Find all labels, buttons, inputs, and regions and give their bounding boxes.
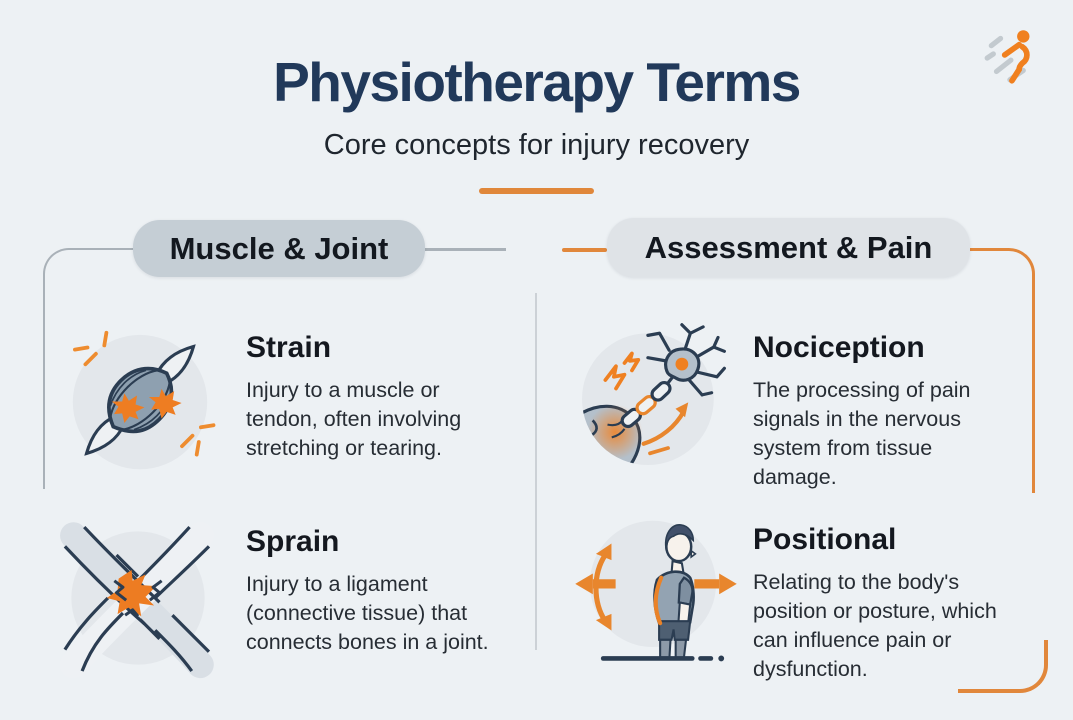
page-subtitle: Core concepts for injury recovery <box>323 129 750 161</box>
term-title-nociception: Nociception <box>753 331 925 364</box>
frame-orange-bottom-right <box>958 640 1048 693</box>
term-title-sprain: Sprain <box>246 525 340 558</box>
term-definition-nociception: The processing of pain signals in the ne… <box>753 378 971 489</box>
neuron-pain-signal-icon <box>565 312 735 487</box>
connector-gray-left <box>43 248 135 489</box>
joint-ligament-tear-icon <box>52 512 224 689</box>
connector-orange-right <box>970 248 1035 493</box>
section-label: Assessment & Pain <box>644 229 933 265</box>
posture-arrows-icon <box>568 505 744 674</box>
term-definition-sprain: Injury to a ligament (connective tissue)… <box>246 572 489 654</box>
runner-logo-icon <box>982 24 1046 88</box>
term-definition-strain: Injury to a muscle or tendon, often invo… <box>246 378 462 460</box>
term-title-positional: Positional <box>753 523 897 556</box>
muscle-tear-icon <box>56 316 224 489</box>
column-divider-line <box>535 293 537 650</box>
section-header-assessment-pain: Assessment & Pain <box>607 218 970 277</box>
section-label: Muscle & Joint <box>169 230 389 266</box>
section-header-muscle-joint: Muscle & Joint <box>133 220 425 277</box>
accent-divider <box>479 188 594 194</box>
connector-orange-dash <box>562 248 607 252</box>
connector-gray-mid <box>425 248 506 251</box>
term-definition-positional: Relating to the body's position or postu… <box>753 570 997 681</box>
page-title: Physiotherapy Terms <box>273 51 801 113</box>
term-title-strain: Strain <box>246 331 332 364</box>
